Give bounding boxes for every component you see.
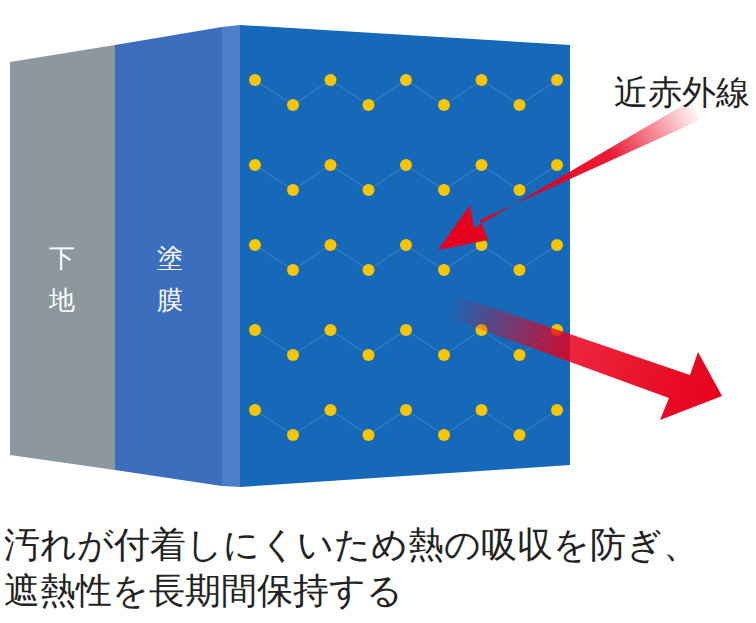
bond-line	[369, 245, 407, 270]
ray-label: 近赤外線	[614, 70, 750, 116]
bond-line	[444, 410, 482, 435]
bond-line	[482, 410, 520, 435]
base-layer	[10, 45, 115, 470]
molecule-dot	[287, 99, 299, 111]
caption: 汚れが付着しにくいため熱の吸収を防ぎ、 遮熱性を長期間保持する	[4, 522, 704, 614]
molecule-dot	[287, 429, 299, 441]
molecule-dot	[249, 159, 261, 171]
coating-face	[240, 25, 570, 487]
bond-line	[255, 80, 293, 105]
coating-layer-label: 塗膜	[157, 238, 183, 321]
bond-line	[331, 410, 369, 435]
bond-line	[406, 410, 444, 435]
molecule-dot	[551, 404, 563, 416]
bond-line	[331, 165, 369, 190]
coating-edge	[222, 25, 240, 487]
molecule-dot	[514, 429, 526, 441]
molecule-dot	[325, 159, 337, 171]
molecule-dot	[363, 264, 375, 276]
bond-line	[255, 410, 293, 435]
molecule-dot	[476, 74, 488, 86]
molecule-dot	[249, 74, 261, 86]
layer-name: 塗膜	[157, 238, 183, 321]
molecule-dot	[363, 184, 375, 196]
bond-line	[255, 245, 293, 270]
bond-line	[255, 330, 293, 355]
bond-line	[444, 330, 482, 355]
molecule-dot	[325, 239, 337, 251]
molecule-dot	[514, 264, 526, 276]
molecule-dot	[400, 404, 412, 416]
bond-line	[406, 165, 444, 190]
molecule-dot	[438, 349, 450, 361]
molecule-dot	[249, 404, 261, 416]
molecule-dot	[249, 324, 261, 336]
molecule-dot	[400, 159, 412, 171]
bond-line	[331, 245, 369, 270]
bond-line	[369, 165, 407, 190]
molecule-dot	[363, 429, 375, 441]
molecule-dot	[363, 349, 375, 361]
molecule-dot	[514, 99, 526, 111]
bond-line	[293, 410, 331, 435]
bond-line	[482, 80, 520, 105]
bond-line	[293, 245, 331, 270]
bond-line	[520, 80, 558, 105]
bond-line	[293, 165, 331, 190]
molecule-dot	[249, 239, 261, 251]
molecule-dot	[476, 159, 488, 171]
molecule-pattern	[249, 74, 563, 441]
bond-line	[293, 330, 331, 355]
bond-line	[444, 245, 482, 270]
molecule-dot	[551, 74, 563, 86]
bond-line	[293, 80, 331, 105]
molecule-dot	[438, 99, 450, 111]
reflected-ray	[450, 295, 722, 420]
molecule-dot	[476, 404, 488, 416]
molecule-dot	[400, 74, 412, 86]
bond-line	[406, 245, 444, 270]
bond-line	[482, 165, 520, 190]
bond-line	[482, 245, 520, 270]
bond-line	[520, 410, 558, 435]
molecule-dot	[287, 184, 299, 196]
base-layer-label: 下地	[49, 238, 75, 321]
molecule-dot	[438, 264, 450, 276]
bond-line	[331, 330, 369, 355]
molecule-dot	[514, 349, 526, 361]
molecule-dot	[438, 184, 450, 196]
bond-line	[444, 80, 482, 105]
coating-side	[115, 27, 222, 486]
molecule-dot	[287, 349, 299, 361]
bond-line	[520, 245, 558, 270]
bond-line	[369, 80, 407, 105]
bond-line	[369, 330, 407, 355]
molecule-dot	[325, 324, 337, 336]
molecule-dot	[400, 324, 412, 336]
molecule-dot	[287, 264, 299, 276]
layer-name: 下地	[49, 238, 75, 321]
molecule-dot	[325, 404, 337, 416]
bond-line	[255, 165, 293, 190]
molecule-dot	[438, 429, 450, 441]
bond-line	[369, 410, 407, 435]
molecule-dot	[551, 159, 563, 171]
bond-line	[444, 165, 482, 190]
bond-line	[331, 80, 369, 105]
bond-line	[406, 330, 444, 355]
incoming-ray	[438, 100, 700, 250]
molecule-dot	[325, 74, 337, 86]
molecule-dot	[363, 99, 375, 111]
molecule-dot	[551, 239, 563, 251]
molecule-dot	[400, 239, 412, 251]
molecule-dot	[514, 184, 526, 196]
bond-line	[406, 80, 444, 105]
